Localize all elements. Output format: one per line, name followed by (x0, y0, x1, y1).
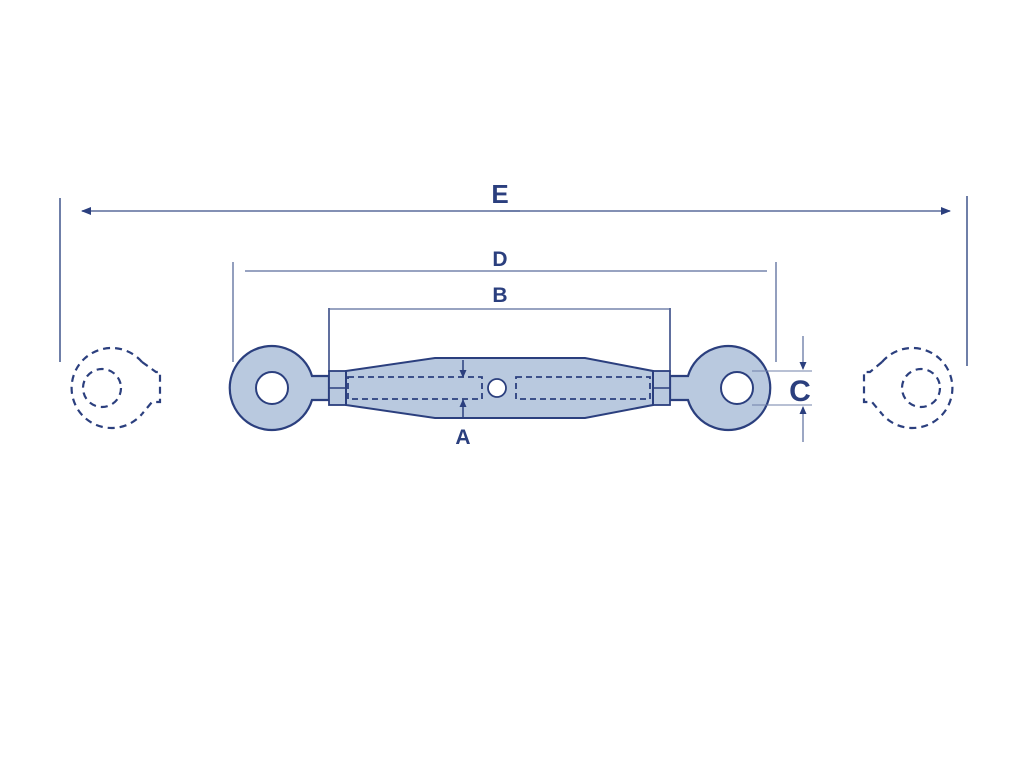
turnbuckle-body (228, 344, 772, 432)
dimension-b: B (328, 284, 671, 372)
dimension-e: E (59, 179, 968, 366)
label-e: E (491, 179, 508, 209)
right-extended-eye (862, 346, 954, 430)
label-d: D (492, 248, 507, 271)
label-a: A (455, 426, 470, 449)
left-extended-eye (70, 346, 162, 430)
label-c: C (789, 375, 811, 408)
dimension-a: A (455, 360, 471, 449)
label-b: B (492, 284, 507, 307)
dimension-c: C (752, 336, 812, 442)
dimension-d: D (232, 248, 777, 362)
